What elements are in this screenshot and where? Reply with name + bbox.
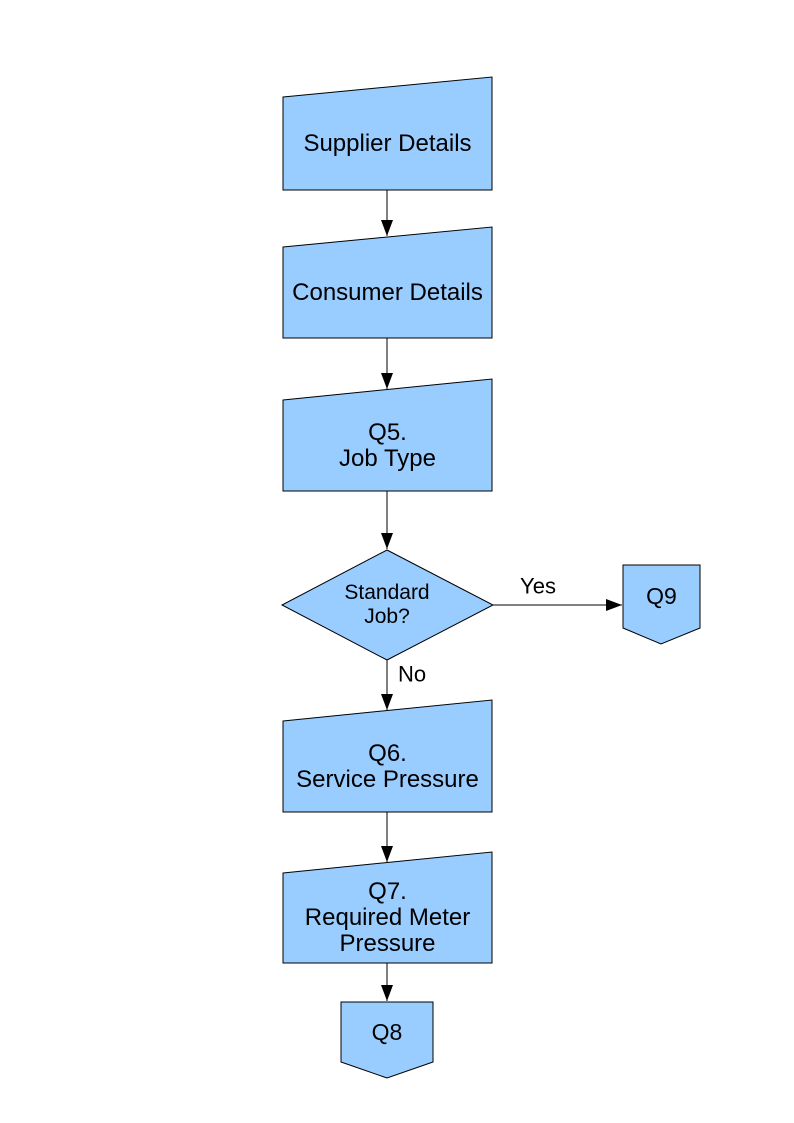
- edge-label-yes: Yes: [520, 573, 556, 599]
- node-consumer-details-label: Consumer Details: [292, 278, 483, 306]
- decision-standard-job-label: Standard Job?: [344, 581, 430, 628]
- node-q6-service-pressure-shape: [282, 699, 493, 813]
- node-q7-required-meter-pressure-label: Q7. Required Meter Pressure: [304, 878, 471, 957]
- connector-q8-label: Q8: [371, 1019, 403, 1045]
- node-supplier-details-shape: [282, 76, 493, 191]
- node-q6-service-pressure-label: Q6. Service Pressure: [296, 739, 479, 793]
- connector-q8-shape: [340, 1001, 434, 1079]
- node-q5-job-type-label: Q5. Job Type: [339, 418, 436, 472]
- node-q5-job-type-shape: [282, 378, 493, 492]
- edge-label-no: No: [397, 661, 427, 687]
- node-supplier-details-label: Supplier Details: [303, 129, 472, 157]
- connector-q9-label: Q9: [646, 583, 677, 609]
- node-consumer-details-shape: [282, 226, 493, 339]
- connector-q9-shape: [622, 564, 701, 645]
- node-q7-required-meter-pressure-shape: [282, 851, 493, 964]
